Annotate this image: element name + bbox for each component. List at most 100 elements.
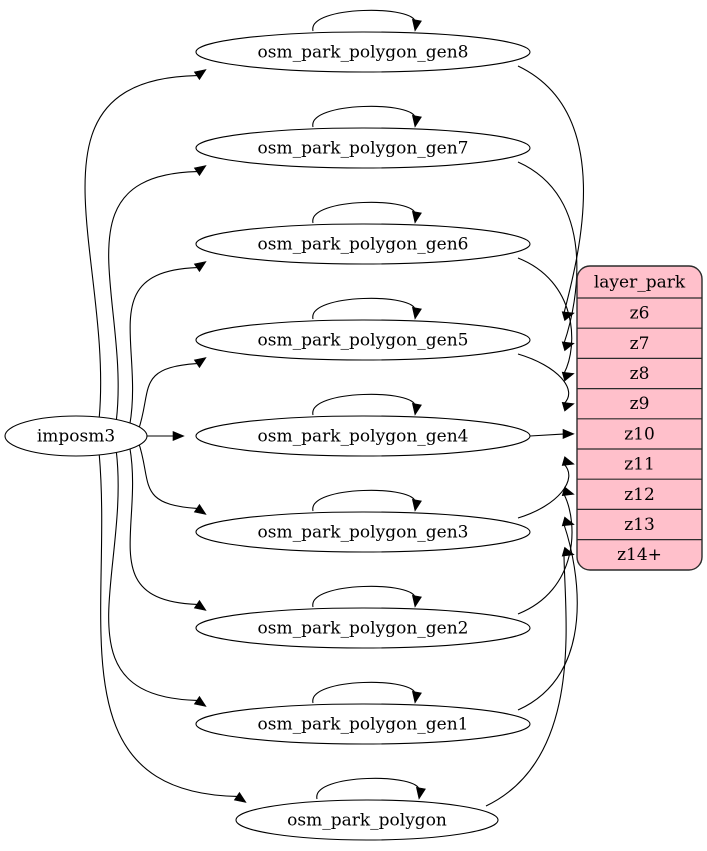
self-loop-line [316, 777, 420, 800]
nodes-layer: imposm3 osm_park_polygon_gen8 osm_park_pol… [4, 31, 531, 841]
arrow-head-into-z8 [561, 371, 575, 382]
arrow-head-into-osm_park_polygon_gen5 [193, 357, 207, 369]
edge-line [529, 433, 566, 437]
arrow-head-self-osm_park_polygon_gen2 [411, 594, 422, 608]
self-loop-osm_park_polygon_gen2 [312, 585, 422, 608]
edge-osm_park_polygon-to-z14+ [485, 546, 575, 807]
edge-osm_park_polygon_gen8-to-z6 [517, 65, 584, 322]
node-shape [4, 415, 148, 457]
node-osm_park_polygon_gen3[interactable]: osm_park_polygon_gen3 [195, 511, 531, 553]
self-loop-line [312, 681, 416, 704]
row-label-z7: z7 [630, 334, 650, 354]
self-loop-osm_park_polygon_gen1 [312, 681, 422, 704]
edge-osm_park_polygon_gen6-to-z8 [517, 257, 575, 382]
arrow-head-into-osm_park_polygon_gen8 [193, 69, 207, 81]
node-osm_park_polygon_gen7[interactable]: osm_park_polygon_gen7 [195, 127, 531, 169]
table-border [576, 265, 703, 571]
self-loop-osm_park_polygon_gen7 [312, 105, 422, 128]
table-row[interactable]: z11 [577, 448, 702, 475]
table-row[interactable]: z10 [577, 418, 702, 445]
node-osm_park_polygon_gen5[interactable]: osm_park_polygon_gen5 [195, 319, 531, 361]
node-imposm3[interactable]: imposm3 [4, 415, 148, 457]
node-osm_park_polygon_gen4[interactable]: osm_park_polygon_gen4 [195, 415, 531, 457]
table-row[interactable]: z7 [577, 327, 702, 354]
arrow-head-self-osm_park_polygon_gen7 [411, 114, 422, 128]
edge-line [129, 447, 198, 605]
node-osm_park_polygon_gen8[interactable]: osm_park_polygon_gen8 [195, 31, 531, 73]
self-loop-osm_park_polygon_gen8 [312, 9, 422, 32]
edge-line [517, 494, 573, 615]
edge-line [84, 75, 198, 418]
table-row[interactable]: z14+ [577, 538, 702, 566]
edge-osm_park_polygon_gen1-to-z13 [517, 516, 578, 711]
arrow-head-self-osm_park_polygon_gen4 [411, 402, 422, 416]
node-shape [195, 319, 531, 361]
edge-osm_park_polygon_gen3-to-z11 [517, 456, 575, 519]
edge-imposm3-to-osm_park_polygon [98, 454, 247, 803]
self-loop-line [312, 489, 416, 512]
edge-line [137, 363, 198, 431]
edge-imposm3-to-osm_park_polygon_gen7 [108, 165, 207, 421]
edge-osm_park_polygon_gen7-to-z7 [517, 161, 578, 352]
node-osm_park_polygon_gen2[interactable]: osm_park_polygon_gen2 [195, 607, 531, 649]
node-label: osm_park_polygon_gen7 [258, 139, 469, 159]
self-loop-line [312, 297, 416, 320]
table-row[interactable]: z12 [577, 478, 702, 505]
row-label-z9: z9 [630, 394, 650, 414]
table-row[interactable]: z9 [577, 388, 702, 415]
arrow-head-self-osm_park_polygon [415, 786, 426, 800]
table-header-label: layer_park [594, 273, 686, 293]
edge-imposm3-to-osm_park_polygon_gen5 [137, 357, 207, 431]
node-osm_park_polygon_gen6[interactable]: osm_park_polygon_gen6 [195, 223, 531, 265]
table-row[interactable]: z8 [577, 357, 702, 384]
self-loop-osm_park_polygon_gen5 [312, 297, 422, 320]
self-loop-line [312, 201, 416, 224]
arrow-head-into-osm_park_polygon [233, 791, 247, 803]
table-row[interactable]: z13 [577, 508, 702, 535]
arrow-head-into-osm_park_polygon_gen6 [193, 261, 207, 273]
layer-park-table[interactable]: layer_park z6 z7 z8 z9 z10 z11 z12 z13 z14+ [576, 265, 703, 571]
arrow-head-self-osm_park_polygon_gen6 [411, 210, 422, 224]
edge-line [485, 554, 567, 807]
edge-imposm3-to-osm_park_polygon_gen6 [129, 261, 207, 425]
edge-imposm3-to-osm_park_polygon_gen4 [141, 430, 185, 442]
edge-line [517, 65, 584, 314]
arrow-head-into-z9 [561, 401, 575, 412]
row-label-z11: z11 [624, 455, 655, 475]
arrow-head-into-z11 [561, 456, 575, 466]
edge-osm_park_polygon_gen5-to-z9 [517, 353, 575, 412]
arrow-head-self-osm_park_polygon_gen3 [411, 498, 422, 512]
node-shape [195, 511, 531, 553]
table-fill [577, 266, 702, 570]
edge-line [517, 161, 578, 344]
node-label: osm_park_polygon_gen8 [258, 43, 469, 63]
edge-line [517, 463, 570, 519]
node-label: osm_park_polygon_gen1 [258, 715, 469, 735]
edge-imposm3-to-osm_park_polygon_gen3 [137, 441, 207, 515]
node-shape [195, 31, 531, 73]
edge-imposm3-to-osm_park_polygon_gen1 [108, 451, 207, 707]
self-loop-line [312, 393, 416, 416]
self-loop-osm_park_polygon_gen4 [312, 393, 422, 416]
arrow-head-into-osm_park_polygon_gen2 [193, 599, 207, 611]
edge-imposm3-to-osm_park_polygon_gen2 [129, 447, 207, 611]
edge-line [129, 267, 198, 425]
arrow-head-into-z7 [561, 341, 575, 352]
arrow-head-into-osm_park_polygon_gen3 [193, 503, 207, 515]
row-label-z8: z8 [630, 364, 650, 384]
node-label: osm_park_polygon_gen2 [258, 619, 469, 639]
arrow-head-into-z12 [561, 486, 575, 497]
row-label-z10: z10 [624, 424, 655, 444]
arrow-head-into-osm_park_polygon_gen7 [193, 165, 207, 177]
self-loop-osm_park_polygon_gen3 [312, 489, 422, 512]
node-shape [195, 223, 531, 265]
node-osm_park_polygon_gen1[interactable]: osm_park_polygon_gen1 [195, 703, 531, 745]
node-shape [195, 607, 531, 649]
edge-line [98, 454, 238, 797]
arrow-head-into-z13 [561, 516, 575, 527]
table-row[interactable]: z6 [577, 297, 702, 324]
node-osm_park_polygon[interactable]: osm_park_polygon [235, 799, 499, 841]
arrow-head-into-z14+ [561, 546, 575, 557]
node-shape [235, 799, 499, 841]
table-body: layer_park z6 z7 z8 z9 z10 z11 z12 z13 z14+ [576, 265, 703, 571]
